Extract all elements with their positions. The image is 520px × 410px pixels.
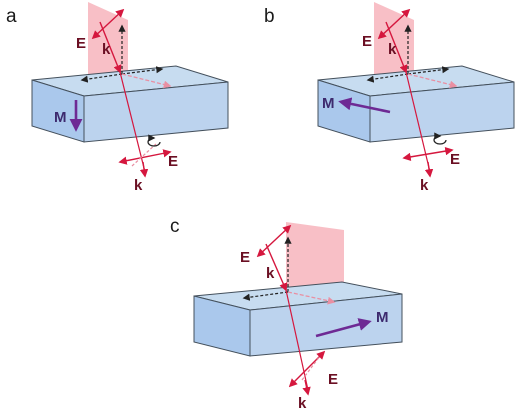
output-e-label: E [328, 371, 338, 388]
output-e-faded-arrow [301, 355, 321, 381]
panel-letter: c [170, 216, 180, 237]
dashed-projection-arrow [287, 291, 336, 305]
output-e-field-arrow [288, 350, 326, 388]
output-e-label: E [450, 151, 460, 168]
magnetization-label: M [322, 95, 335, 112]
magnetization-arrow [315, 318, 372, 338]
output-k-label: k [298, 395, 307, 410]
slab-side [83, 81, 229, 143]
panel-c: c E k M E k [170, 216, 403, 410]
output-k-label: k [420, 177, 429, 194]
transmitted-k-arrow [139, 161, 149, 178]
panel-b: b E k M E k [264, 2, 515, 194]
rotation-arrow-icon [147, 134, 161, 147]
panel-letter: b [264, 6, 275, 27]
incident-e-label: E [362, 33, 372, 50]
output-e-field-arrow [402, 146, 454, 162]
panel-a: a E k M E k [6, 2, 229, 194]
magnetization-label: M [54, 109, 67, 126]
slab-side [369, 81, 515, 143]
incident-e-field-arrow [91, 8, 125, 40]
incident-e-label: E [76, 35, 86, 52]
incident-k-label: k [102, 41, 111, 58]
dashed-inplane-arrow-back [242, 291, 289, 301]
output-k-label: k [134, 177, 143, 194]
incident-e-field-arrow [256, 224, 292, 258]
incident-k-label: k [388, 41, 397, 58]
transmitted-k-arrow [424, 161, 434, 178]
output-e-field-arrow [118, 149, 172, 165]
plane-of-incidence [286, 222, 344, 300]
incident-e-field-arrow [377, 8, 411, 40]
dashed-inplane-arrow-back [80, 73, 123, 83]
panel-letter: a [6, 6, 17, 27]
slab-side [249, 293, 403, 357]
incident-k-label: k [266, 265, 275, 282]
rotation-arrow-icon [433, 132, 447, 145]
output-e-label: E [168, 153, 178, 170]
dashed-projection-arrow [407, 73, 458, 89]
dashed-inplane-arrow-front [407, 66, 450, 75]
magnetization-arrow [338, 97, 391, 114]
magnetization-label: M [376, 309, 389, 326]
dashed-inplane-arrow-front [121, 66, 164, 75]
dashed-projection-arrow [121, 73, 172, 89]
output-e-faded-arrow [131, 143, 157, 167]
dashed-inplane-arrow-back [366, 73, 409, 83]
incident-e-label: E [240, 249, 250, 266]
